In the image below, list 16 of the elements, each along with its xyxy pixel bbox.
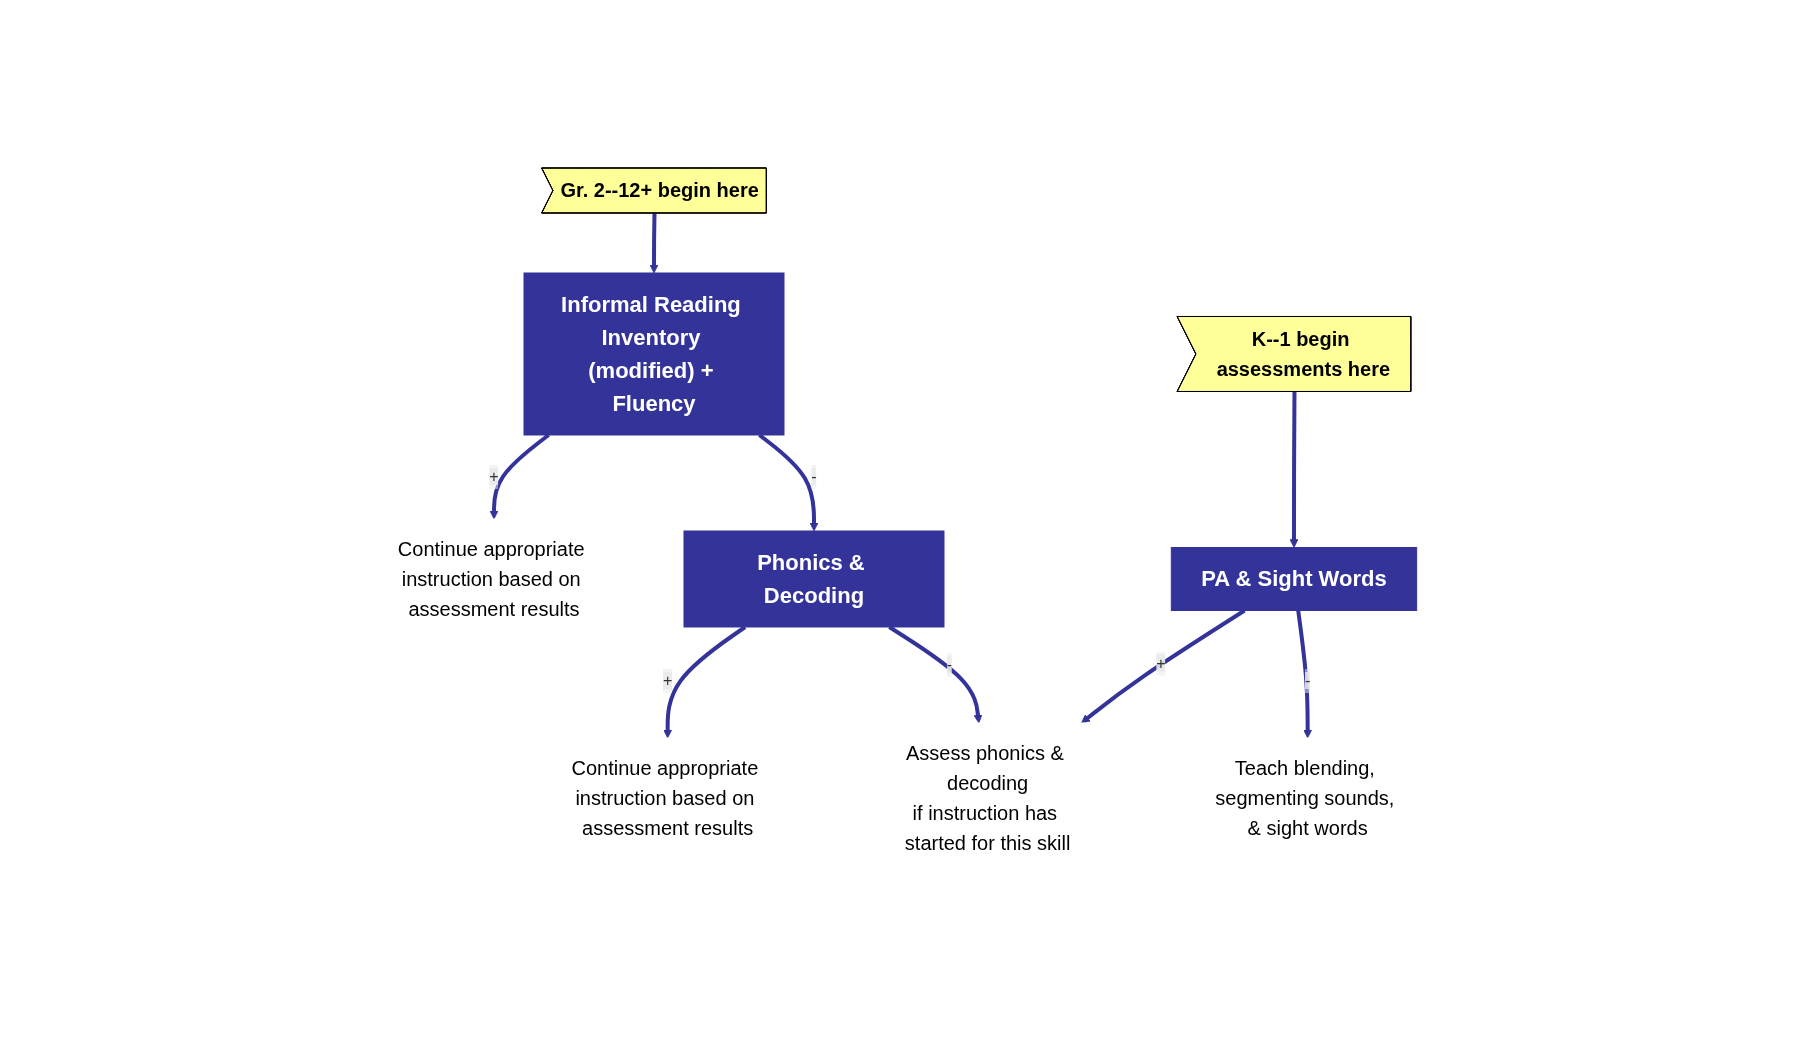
- node-box: PA & Sight Words: [1170, 546, 1417, 611]
- node-text: Assess phonics & decoding if instruction has started for this skill: [904, 741, 1071, 854]
- node-box: Phonics & Decoding: [683, 530, 945, 627]
- edge-label: +: [662, 671, 673, 689]
- node-text: Teach blending, segmenting sounds, & sight words: [1215, 756, 1395, 839]
- arrow: [1080, 608, 1246, 723]
- edge-label: -: [946, 655, 952, 673]
- edge-label: -: [811, 467, 817, 485]
- edge-label: +: [489, 467, 499, 485]
- node-text: Continue appropriate instruction based on assessment results: [571, 756, 758, 839]
- arrow: [649, 212, 659, 273]
- node-text: Continue appropriate instruction based on assessment results: [397, 537, 585, 620]
- edge-label: -: [1304, 671, 1310, 689]
- edge-label: +: [1155, 654, 1166, 672]
- node-box: Informal Reading Inventory (modified) + Fluency: [523, 272, 785, 435]
- arrow: [1289, 391, 1299, 548]
